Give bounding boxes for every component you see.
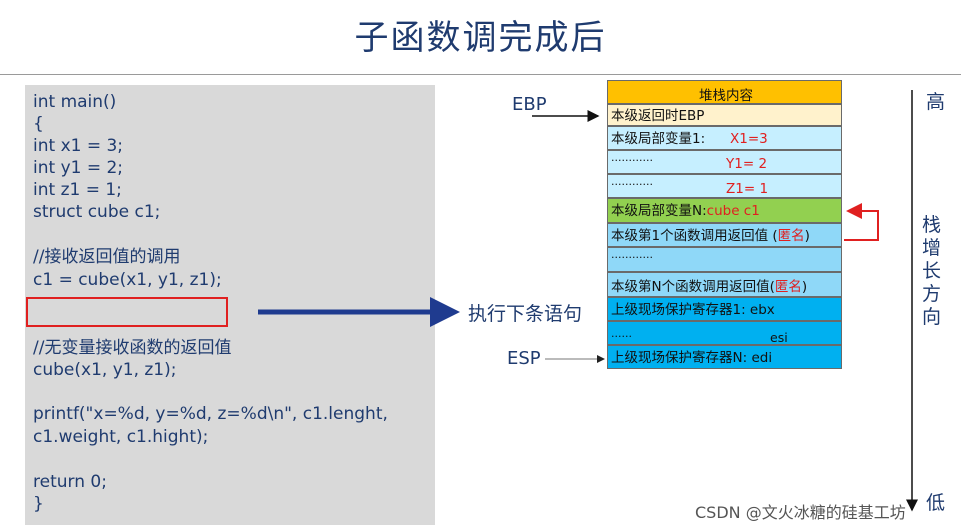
code-line: c1 = cube(x1, y1, z1); xyxy=(33,270,222,290)
exec-next-label: 执行下条语句 xyxy=(468,303,583,325)
reg1-label: 上级现场保护寄存器1: ebx xyxy=(611,302,775,318)
ret-ebp-text: 本级返回时EBP xyxy=(611,108,705,124)
stack-reg-n: 上级现场保护寄存器N: edi xyxy=(607,345,842,369)
local1-label: 本级局部变量1: xyxy=(611,131,706,147)
low-label: 低 xyxy=(926,492,946,514)
stack-local-n: 本级局部变量N:cube c1 xyxy=(607,198,842,223)
dots: ............ xyxy=(611,151,653,164)
stack-reg-esi: ...... esi xyxy=(607,321,842,345)
stack-header: 堆栈内容 xyxy=(607,80,842,104)
code-line: return 0; xyxy=(33,472,107,492)
code-line: { xyxy=(33,114,44,134)
high-label: 高 xyxy=(926,91,946,113)
dots: ............ xyxy=(611,175,653,188)
code-line: } xyxy=(33,494,44,514)
code-line: int y1 = 2; xyxy=(33,158,124,178)
code-line: int x1 = 3; xyxy=(33,136,124,156)
code-panel: int main() { int x1 = 3; int y1 = 2; int… xyxy=(25,85,435,525)
watermark: CSDN @文火冰糖的硅基工坊 xyxy=(695,503,906,522)
title-divider xyxy=(0,74,961,75)
esp-label: ESP xyxy=(507,348,541,369)
code-line: printf("x=%d, y=%d, z=%d\n", c1.lenght, xyxy=(33,404,388,424)
anon-2: 匿名 xyxy=(774,279,802,295)
ebp-label: EBP xyxy=(512,94,547,115)
localn-label: 本级局部变量N: xyxy=(611,203,707,219)
cube-c1-value: cube c1 xyxy=(706,203,760,219)
code-line: c1.weight, c1.hight); xyxy=(33,427,209,447)
growth-char: 栈 xyxy=(922,214,942,236)
ret1-label: 本级第1个函数调用返回值 ( xyxy=(611,228,778,244)
code-line: //无变量接收函数的返回值 xyxy=(33,338,232,358)
code-line: int main() xyxy=(33,92,117,112)
close-paren: ) xyxy=(804,228,810,244)
esi-dots: ...... xyxy=(611,327,632,340)
growth-char: 方 xyxy=(922,283,942,305)
return-value-copy-arrow xyxy=(844,203,879,241)
stack-reg-1: 上级现场保护寄存器1: ebx xyxy=(607,297,842,321)
growth-char: 增 xyxy=(922,237,942,259)
stack-ret-1: 本级第1个函数调用返回值 (匿名) xyxy=(607,223,842,247)
stack-header-text: 堆栈内容 xyxy=(699,88,753,104)
growth-char: 向 xyxy=(922,306,942,328)
current-statement-highlight xyxy=(26,297,228,327)
code-line: int z1 = 1; xyxy=(33,180,122,200)
anon-1: 匿名 xyxy=(777,228,805,244)
stack-ret-ebp: 本级返回时EBP xyxy=(607,104,842,126)
y1-value: Y1= 2 xyxy=(726,156,768,172)
code-line: //接收返回值的调用 xyxy=(33,247,181,267)
regn-label: 上级现场保护寄存器N: edi xyxy=(611,350,773,366)
esi-text: esi xyxy=(770,330,788,345)
dots: ............ xyxy=(611,248,653,261)
code-line: cube(x1, y1, z1); xyxy=(33,360,177,380)
stack-local-z1: ............ Z1= 1 xyxy=(607,174,842,198)
stack-ret-dots: ............ xyxy=(607,247,842,272)
stack-local-y1: ............ Y1= 2 xyxy=(607,150,842,174)
z1-value: Z1= 1 xyxy=(726,181,769,197)
code-line: struct cube c1; xyxy=(33,202,161,222)
close-paren: ) xyxy=(801,279,808,295)
page-title: 子函数调完成后 xyxy=(354,18,607,58)
stack-local-1: 本级局部变量1: X1=3 xyxy=(607,126,842,150)
x1-value: X1=3 xyxy=(730,131,768,147)
growth-char: 长 xyxy=(922,260,942,282)
retn-label: 本级第N个函数调用返回值( xyxy=(611,279,775,295)
stack-ret-n: 本级第N个函数调用返回值(匿名) xyxy=(607,272,842,297)
